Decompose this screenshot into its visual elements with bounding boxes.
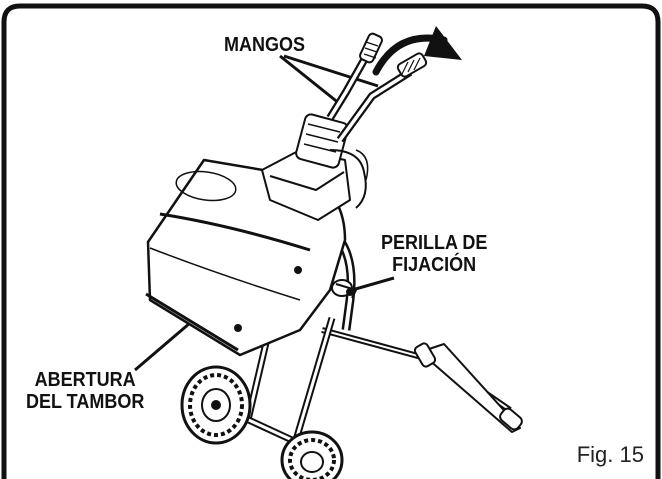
cement-mixer-drawing (145, 32, 523, 479)
drum-opening-label: ABERTURA DEL TAMBOR (26, 369, 144, 413)
handles-label-text: MANGOS (224, 34, 305, 56)
frame-border (1, 3, 661, 479)
wheel-left (180, 365, 252, 445)
lock-knob-label-line1: PERILLA DE (381, 232, 488, 254)
rotation-arrow-icon (372, 26, 462, 76)
lock-knob-icon (331, 279, 357, 299)
figure-caption: Fig. 15 (576, 442, 644, 467)
wheel-right (280, 430, 344, 479)
handles-label: MANGOS (224, 34, 305, 56)
handle-grip-1 (359, 32, 383, 64)
drum-opening-label-line1: ABERTURA (34, 369, 136, 391)
lock-knob-label: PERILLA DE FIJACIÓN (381, 232, 487, 276)
lock-knob-label-line2: FIJACIÓN (392, 254, 477, 276)
drum-opening-label-line2: DEL TAMBOR (26, 391, 145, 413)
leader-lines (134, 54, 395, 372)
